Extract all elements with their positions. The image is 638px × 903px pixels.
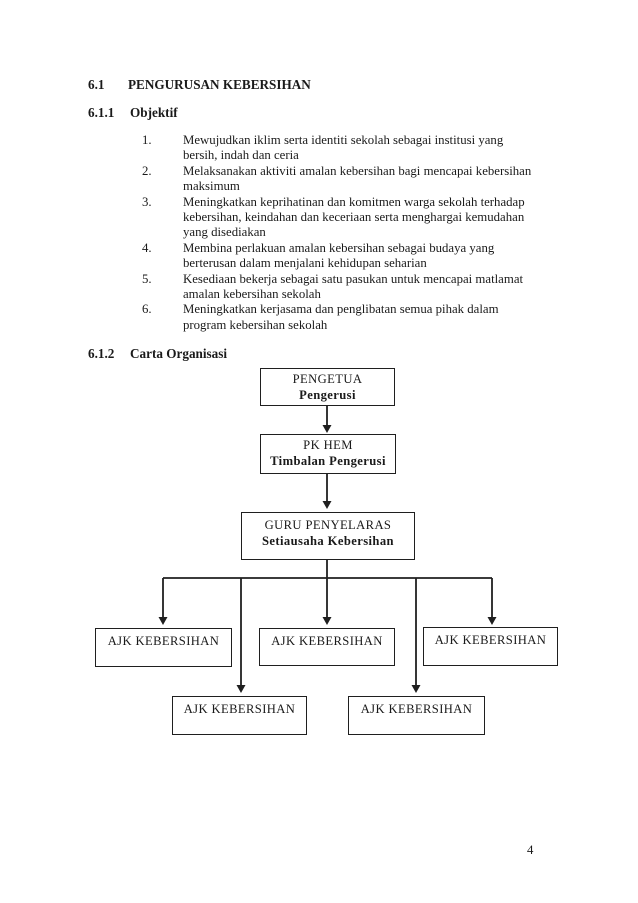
org-node-position: Timbalan Pengerusi — [270, 453, 386, 468]
org-node-label: AJK KEBERSIHAN — [271, 634, 383, 648]
objective-text: Membina perlakuan amalan kebersihan seba… — [183, 241, 494, 272]
org-node-label: AJK KEBERSIHAN — [183, 702, 296, 716]
org-node-pk-hem: PK HEM Timbalan Pengerusi — [260, 434, 396, 474]
org-node-label: AJK KEBERSIHAN — [107, 634, 220, 648]
org-node-label: AJK KEBERSIHAN — [360, 702, 473, 716]
objective-number: 1. — [142, 133, 152, 147]
objective-item-4: 4. Membina perlakuan amalan kebersihan s… — [142, 241, 562, 272]
objective-item-6: 6. Meningkatkan kerjasama dan penglibata… — [142, 302, 562, 333]
subsection-heading-6-1-1: 6.1.1 Objektif — [88, 105, 178, 121]
section-number: 6.1 — [88, 77, 105, 92]
objective-line: program kebersihan sekolah — [183, 317, 328, 332]
objective-number: 2. — [142, 163, 152, 178]
objective-text: Meningkatkan kerjasama dan penglibatan s… — [183, 302, 499, 333]
objective-number: 4. — [142, 240, 152, 255]
objective-line: bersih, indah dan ceria — [183, 148, 299, 163]
org-node-position: Pengerusi — [299, 387, 356, 402]
objective-line: Meningkatkan keprihatinan dan komitmen w… — [183, 194, 525, 209]
org-node-guru-penyelaras: GURU PENYELARAS Setiausaha Kebersihan — [241, 512, 415, 560]
page-number: 4 — [527, 843, 534, 857]
objective-line: Melaksanakan aktiviti amalan kebersihan … — [183, 163, 532, 178]
subsection-number: 6.1.1 — [88, 105, 115, 120]
subsection-heading-6-1-2: 6.1.2 Carta Organisasi — [88, 346, 227, 362]
objective-text: Mewujudkan iklim serta identiti sekolah … — [183, 133, 503, 164]
objective-line: kebersihan, keindahan dan keceriaan sert… — [183, 210, 525, 225]
objective-number: 3. — [142, 194, 152, 209]
objective-item-5: 5. Kesediaan bekerja sebagai satu pasuka… — [142, 272, 562, 303]
org-node-ajk-3: AJK KEBERSIHAN — [423, 627, 558, 666]
org-node-ajk-2: AJK KEBERSIHAN — [259, 628, 395, 666]
objective-line: Kesediaan bekerja sebagai satu pasukan u… — [183, 271, 524, 286]
org-node-role: PK HEM — [303, 438, 353, 452]
section-heading-6-1: 6.1 PENGURUSAN KEBERSIHAN — [88, 77, 311, 93]
org-node-label: AJK KEBERSIHAN — [434, 633, 547, 647]
objective-number: 5. — [142, 271, 152, 286]
objective-line: Meningkatkan kerjasama dan penglibatan s… — [183, 302, 499, 317]
org-node-position: Setiausaha Kebersihan — [262, 533, 394, 548]
objective-line: yang disediakan — [183, 225, 266, 240]
objective-text: Meningkatkan keprihatinan dan komitmen w… — [183, 195, 525, 241]
objectives-list: 1. Mewujudkan iklim serta identiti sekol… — [142, 133, 562, 333]
objective-text: Melaksanakan aktiviti amalan kebersihan … — [183, 164, 531, 195]
objective-line: amalan kebersihan sekolah — [183, 287, 321, 302]
objective-text: Kesediaan bekerja sebagai satu pasukan u… — [183, 272, 523, 303]
objective-line: maksimum — [183, 179, 240, 194]
objective-number: 6. — [142, 302, 152, 317]
objective-item-3: 3. Meningkatkan keprihatinan dan komitme… — [142, 195, 562, 241]
org-node-ajk-5: AJK KEBERSIHAN — [348, 696, 485, 735]
org-node-role: PENGETUA — [292, 372, 363, 386]
subsection-title: Objektif — [130, 105, 178, 120]
org-node-ajk-4: AJK KEBERSIHAN — [172, 696, 307, 735]
objective-line: Membina perlakuan amalan kebersihan seba… — [183, 240, 495, 255]
objective-item-2: 2. Melaksanakan aktiviti amalan kebersih… — [142, 164, 562, 195]
subsection-number: 6.1.2 — [88, 346, 115, 361]
org-node-role: GURU PENYELARAS — [264, 518, 392, 532]
org-node-ajk-1: AJK KEBERSIHAN — [95, 628, 232, 667]
objective-line: Mewujudkan iklim serta identiti sekolah … — [183, 133, 504, 147]
org-node-pengetua: PENGETUA Pengerusi — [260, 368, 395, 406]
subsection-title: Carta Organisasi — [130, 346, 228, 361]
objective-line: berterusan dalam menjalani kehidupan seh… — [183, 256, 427, 271]
objective-item-1: 1. Mewujudkan iklim serta identiti sekol… — [142, 133, 562, 164]
section-title: PENGURUSAN KEBERSIHAN — [128, 77, 311, 92]
